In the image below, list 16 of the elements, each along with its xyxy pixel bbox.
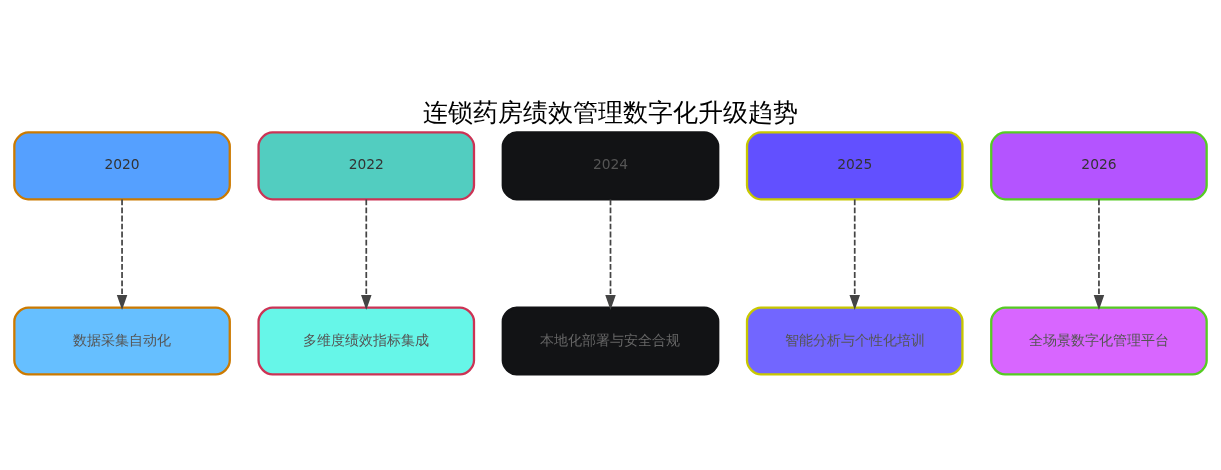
node-box: 2025 xyxy=(745,131,964,201)
node-box: 智能分析与个性化培训 xyxy=(745,306,964,376)
node-box: 2024 xyxy=(501,131,720,201)
arrow xyxy=(605,198,616,311)
node-box: 全场景数字化管理平台 xyxy=(990,306,1208,376)
node-box: 2022 xyxy=(257,131,476,201)
arrow xyxy=(116,198,128,311)
arrow xyxy=(1093,198,1105,311)
arrow xyxy=(361,198,372,311)
node-box: 多维度绩效指标集成 xyxy=(257,306,476,376)
node-box: 2020 xyxy=(13,131,231,201)
node-box: 本地化部署与安全合规 xyxy=(501,306,720,376)
arrow xyxy=(849,198,860,311)
node-box: 数据采集自动化 xyxy=(13,306,231,376)
diagram-title: 连锁药房绩效管理数字化升级趋势 xyxy=(423,96,798,127)
node-box: 2026 xyxy=(990,131,1208,201)
